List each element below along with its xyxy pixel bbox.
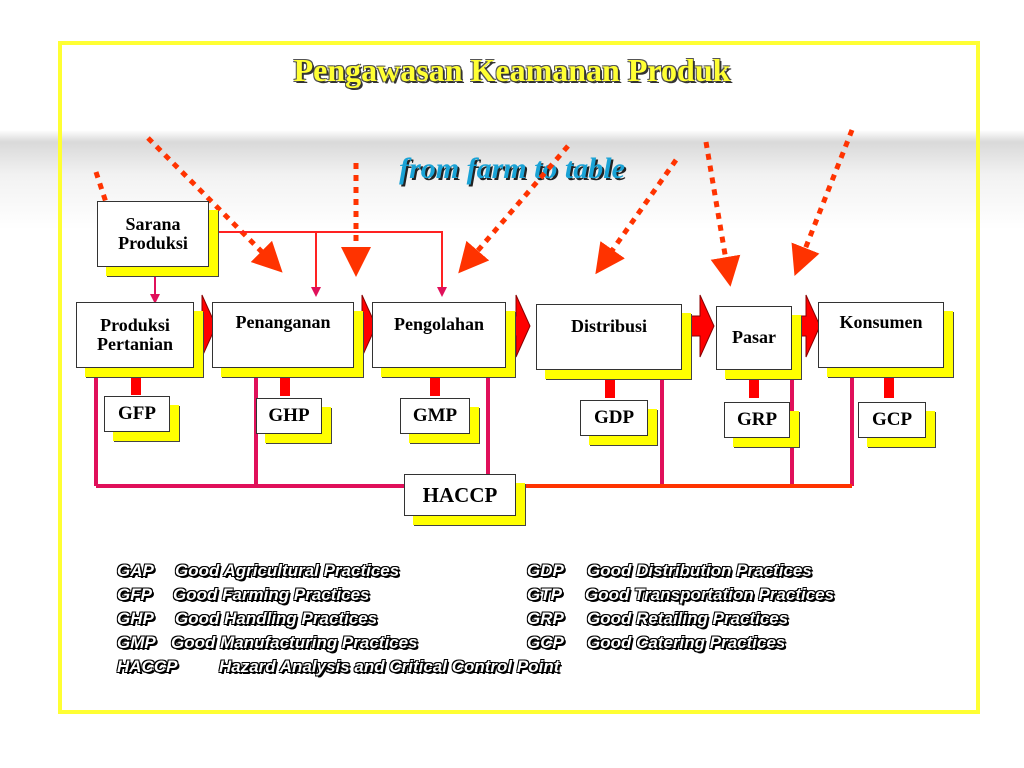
standard-label: GRP <box>736 408 778 430</box>
dotted-arrow-4 <box>458 144 570 274</box>
legend-text: Good Distribution Practices <box>587 561 812 580</box>
legend: GAP Good Agricultural Practices GFP Good F… <box>117 561 937 686</box>
standard-label: HACCP <box>422 482 498 507</box>
legend-item-gcp: GCP Good Catering Practices <box>527 633 785 653</box>
stage-distribusi: Distribusi <box>536 304 682 370</box>
legend-abbr: GCP <box>527 633 564 652</box>
stage-produksi-pertanian: Produksi Pertanian <box>76 302 194 368</box>
legend-item-haccp: HACCP Hazard Analysis and Critical Contro… <box>117 657 559 677</box>
stage-konsumen: Konsumen <box>818 302 944 368</box>
standard-haccp: HACCP <box>404 474 516 516</box>
legend-abbr: GHP <box>117 609 154 628</box>
stage-label: Pasar <box>732 327 776 348</box>
stage-label: Produksi Pertanian <box>97 314 173 354</box>
legend-abbr: GMP <box>117 633 156 652</box>
dotted-arrow-5 <box>595 158 679 275</box>
standard-label: GHP <box>268 404 310 426</box>
standard-gfp: GFP <box>104 396 170 432</box>
stage-sarana-produksi: Sarana Produksi <box>97 201 209 267</box>
stage-label: Pengolahan <box>393 314 485 334</box>
legend-text: Hazard Analysis and Critical Control Poi… <box>219 657 560 676</box>
stage-label: Konsumen <box>839 312 923 332</box>
slide-subtitle: from farm to table <box>399 152 625 185</box>
legend-abbr: GRP <box>527 609 564 628</box>
legend-text: Good Retailing Practices <box>587 609 789 628</box>
legend-item-grp: GRP Good Retailing Practices <box>527 609 788 629</box>
stage-label: Sarana Produksi <box>118 213 188 253</box>
standard-gmp: GMP <box>400 398 470 434</box>
legend-item-gdp: GDP Good Distribution Practices <box>527 561 812 581</box>
standard-gcp: GCP <box>858 402 926 438</box>
legend-abbr: HACCP <box>117 657 178 676</box>
dotted-arrow-6 <box>703 141 741 287</box>
standard-label: GMP <box>412 404 458 426</box>
legend-text: Good Transportation Practices <box>585 585 835 604</box>
standard-label: GCP <box>871 408 913 430</box>
legend-abbr: GFP <box>117 585 152 604</box>
legend-abbr: GDP <box>527 561 564 580</box>
standard-grp: GRP <box>724 402 790 438</box>
legend-item-gmp: GMP Good Manufacturing Practices <box>117 633 418 653</box>
legend-item-gtp: GTP Good Transportation Practices <box>527 585 834 605</box>
standard-label: GFP <box>118 402 156 424</box>
standard-gdp: GDP <box>580 400 648 436</box>
sarana-down-arrow <box>150 262 160 304</box>
stage-pengolahan: Pengolahan <box>372 302 506 368</box>
legend-text: Good Agricultural Practices <box>175 561 400 580</box>
flow-arrow-4 <box>685 294 715 358</box>
legend-text: Good Farming Practices <box>173 585 370 604</box>
dotted-arrows <box>93 129 855 287</box>
legend-item-gap: GAP Good Agricultural Practices <box>117 561 399 581</box>
standard-label: GDP <box>593 406 635 428</box>
legend-text: Good Handling Practices <box>175 609 378 628</box>
sarana-connector <box>218 231 443 292</box>
stage-label: Distribusi <box>570 316 648 336</box>
flow-arrow-1 <box>195 294 217 358</box>
legend-abbr: GTP <box>527 585 562 604</box>
up-arrow-gcp <box>878 359 900 398</box>
slide-frame <box>58 41 980 714</box>
standard-ghp: GHP <box>256 398 322 434</box>
legend-item-gfp: GFP Good Farming Practices <box>117 585 370 605</box>
legend-abbr: GAP <box>117 561 154 580</box>
flow-arrow-5 <box>793 294 821 358</box>
slide-title: Pengawasan Keamanan Produk <box>293 52 731 88</box>
stage-penanganan: Penanganan <box>212 302 354 368</box>
dotted-arrow-2 <box>146 136 283 273</box>
sarana-connector-heads <box>311 287 447 297</box>
dotted-arrow-7 <box>791 129 855 276</box>
legend-item-ghp: GHP Good Handling Practices <box>117 609 377 629</box>
stage-pasar: Pasar <box>716 306 792 370</box>
legend-text: Good Catering Practices <box>587 633 786 652</box>
stage-label: Penanganan <box>235 312 331 332</box>
legend-text: Good Manufacturing Practices <box>171 633 418 652</box>
